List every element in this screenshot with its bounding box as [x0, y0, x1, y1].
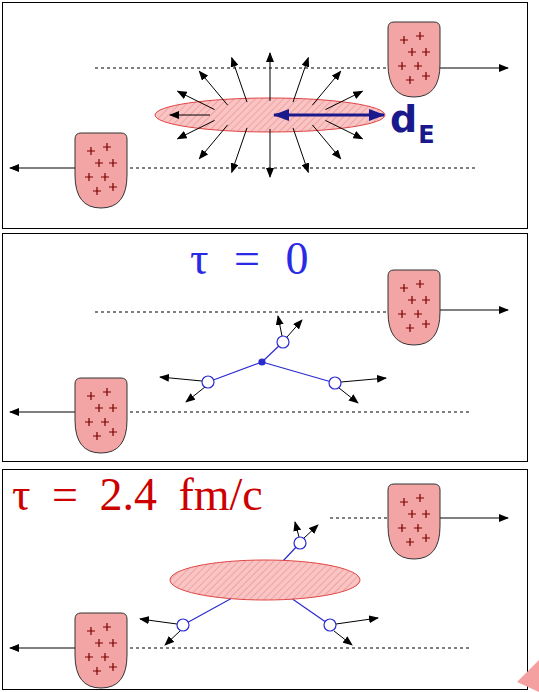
- text-label: τ = 2.4 fm/c: [12, 469, 263, 520]
- nucleus: [388, 484, 440, 559]
- label-holder: τ = 0: [190, 236, 308, 282]
- panel-frame: [3, 470, 528, 690]
- text-label: d: [390, 97, 417, 141]
- quark-arrows: [140, 522, 378, 645]
- quark-arrows: [160, 316, 386, 403]
- string-junction: [208, 342, 335, 383]
- quark-circles: [177, 537, 336, 631]
- fireball-ellipse: [170, 560, 360, 600]
- text-label: τ = 0: [190, 233, 308, 284]
- pink-pointer: [517, 660, 539, 692]
- nucleus: [388, 22, 440, 97]
- distance-arrow: [274, 114, 384, 117]
- nucleus: [388, 270, 440, 345]
- nucleus: [75, 613, 127, 688]
- label-holder: τ = 2.4 fm/c: [12, 472, 263, 518]
- panel-frame: [3, 3, 528, 229]
- panel-frame: [3, 234, 528, 462]
- nucleus: [75, 133, 127, 208]
- label-group: dE: [390, 100, 435, 147]
- quark-circles: [202, 336, 341, 389]
- text-label: E: [418, 121, 434, 149]
- fireball-ellipse: [155, 98, 385, 132]
- nucleus: [75, 378, 127, 453]
